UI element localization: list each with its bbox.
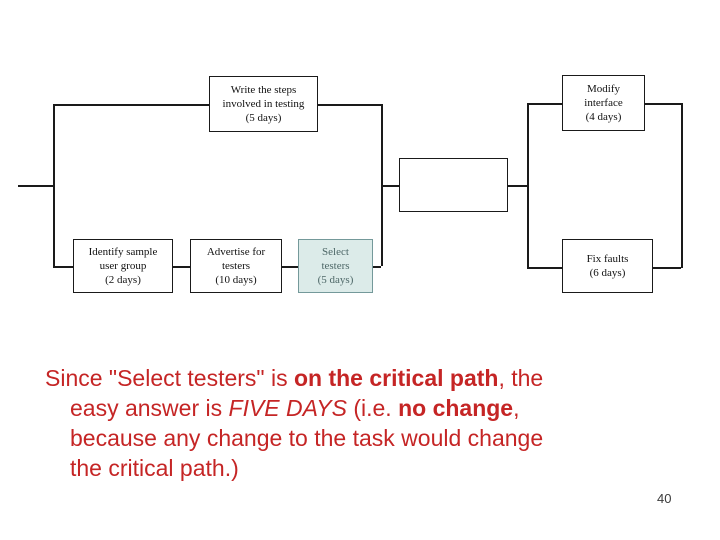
- answer-text: Since "Select testers" is on the critica…: [45, 363, 543, 483]
- answer-line-4: the critical path.): [45, 453, 543, 483]
- connector-left-vertical: [53, 104, 55, 267]
- task-duration: (5 days): [317, 274, 354, 286]
- task-duration: (10 days): [215, 274, 257, 286]
- answer-line-1: Since "Select testers" is on the critica…: [45, 363, 543, 393]
- answer-segment: ,: [513, 395, 520, 421]
- answer-segment: , the: [498, 365, 544, 391]
- task-box-empty: [399, 158, 508, 212]
- connector-mid-vertical-right: [527, 103, 529, 267]
- task-label-line: Advertise for: [206, 246, 266, 258]
- connector-advertise-to-select: [282, 266, 298, 268]
- task-label-line: Write the steps: [230, 84, 297, 96]
- task-box-fix-faults: Fix faults (6 days): [562, 239, 653, 293]
- connector-right-vertical: [681, 103, 683, 268]
- connector-top-left: [53, 104, 209, 106]
- answer-segment-italic: FIVE DAYS: [228, 395, 347, 421]
- task-box-modify-interface: Modify interface (4 days): [562, 75, 645, 131]
- answer-segment: easy answer is: [70, 395, 229, 421]
- task-label-line: Select: [322, 246, 349, 258]
- task-box-write-steps: Write the steps involved in testing (5 d…: [209, 76, 318, 132]
- task-label-line: involved in testing: [222, 98, 305, 110]
- connector-write-to-junction: [318, 104, 381, 106]
- task-duration: (6 days): [589, 267, 626, 279]
- task-label-line: testers: [321, 260, 350, 272]
- answer-segment: Since "Select testers" is: [45, 365, 294, 391]
- answer-line-3: because any change to the task would cha…: [45, 423, 543, 453]
- answer-segment: because any change to the task would cha…: [70, 425, 544, 451]
- task-label-line: Modify: [587, 83, 620, 95]
- task-label-line: testers: [221, 260, 251, 272]
- connector-entry-line: [18, 185, 54, 187]
- task-label-line: user group: [99, 260, 147, 272]
- connector-to-identify: [53, 266, 73, 268]
- task-label-line: Fix faults: [586, 253, 629, 265]
- task-duration: (5 days): [245, 112, 282, 124]
- connector-empty-to-junction: [508, 185, 527, 187]
- task-box-identify-sample: Identify sample user group (2 days): [73, 239, 173, 293]
- connector-junction-to-fix: [527, 267, 562, 269]
- answer-segment: the critical path.): [70, 455, 239, 481]
- task-box-select-testers: Select testers (5 days): [298, 239, 373, 293]
- page-number: 40: [657, 491, 672, 506]
- answer-segment-bold: on the critical path: [293, 365, 499, 391]
- task-box-advertise-testers: Advertise for testers (10 days): [190, 239, 282, 293]
- task-label-line: interface: [584, 97, 623, 109]
- task-label-line: Identify sample: [88, 246, 158, 258]
- connector-identify-to-advertise: [173, 266, 190, 268]
- answer-segment-bold: no change: [398, 395, 514, 421]
- connector-junction-to-modify: [527, 103, 562, 105]
- task-duration: (2 days): [105, 274, 141, 286]
- connector-fix-to-exit: [653, 267, 681, 269]
- answer-line-2: easy answer is FIVE DAYS (i.e. no change…: [45, 393, 543, 423]
- connector-select-to-junction: [373, 266, 381, 268]
- task-duration: (4 days): [585, 111, 622, 123]
- connector-modify-to-exit: [645, 103, 681, 105]
- connector-junction-to-empty: [381, 185, 399, 187]
- answer-segment: (i.e.: [346, 395, 399, 421]
